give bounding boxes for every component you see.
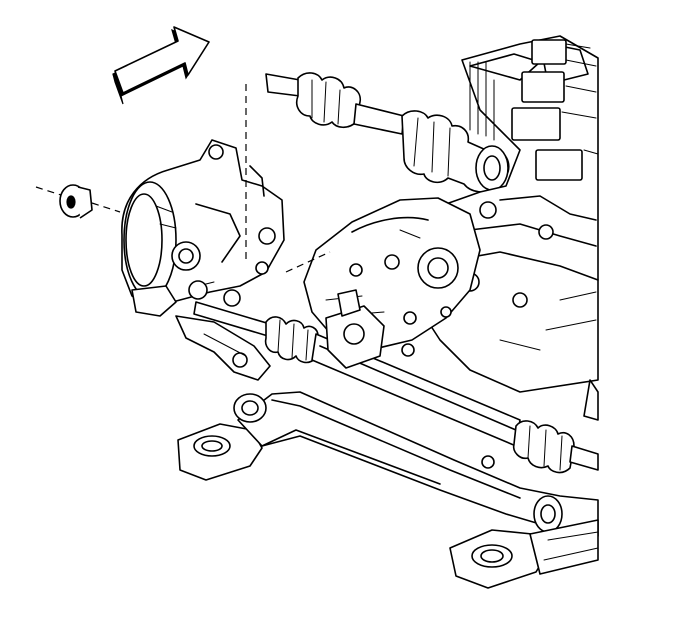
hub-nut xyxy=(35,184,121,219)
engine-transaxle-cluster xyxy=(413,35,599,421)
steering-knuckle-assembly xyxy=(121,139,285,317)
direction-arrow-icon xyxy=(112,26,210,105)
steering-rack-assembly xyxy=(193,289,599,474)
front-frame-cradle xyxy=(175,315,599,589)
nut-alignment-line xyxy=(35,186,65,197)
drive-axle-shaft xyxy=(245,72,510,262)
